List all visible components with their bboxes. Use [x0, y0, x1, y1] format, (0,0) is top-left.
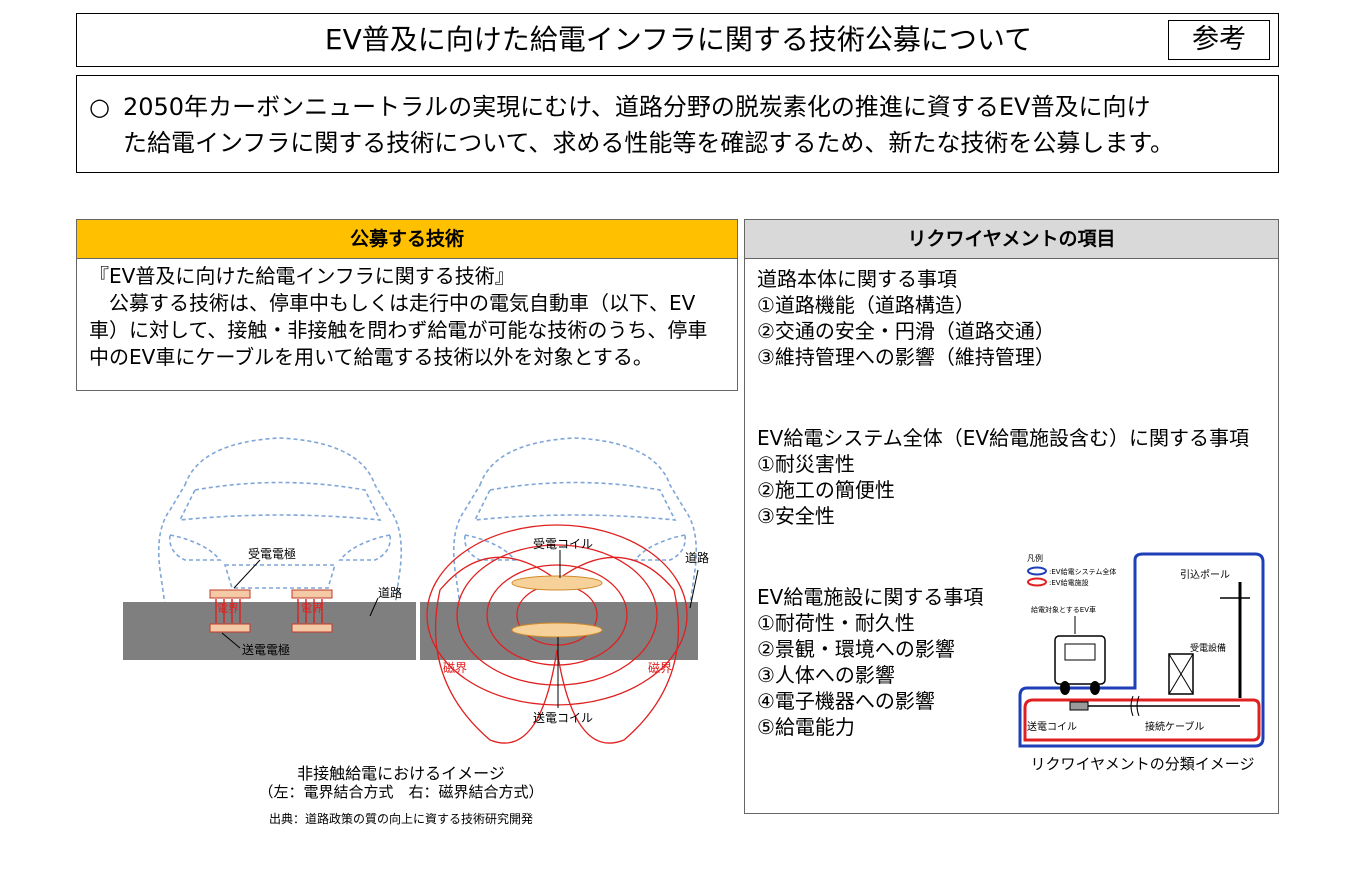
req-item: ①道路機能（道路構造）	[757, 293, 975, 317]
ev-screen	[1064, 643, 1096, 661]
system-boundary	[1018, 552, 1265, 748]
coil-label: 送電コイル	[1027, 720, 1077, 733]
req-item: 道路本体に関する事項	[757, 267, 957, 291]
req-item: EV給電システム全体（EV給電施設含む）に関する事項	[757, 426, 1250, 450]
figure-caption-2: （左：電界結合方式 右：磁界結合方式）	[258, 783, 544, 801]
equipment-label: 受電設備	[1190, 642, 1226, 654]
cable-label: 接続ケーブル	[1145, 720, 1204, 733]
tech-header: 公募する技術	[76, 219, 738, 259]
road-left	[123, 602, 416, 660]
req-item: ③人体への影響	[757, 663, 895, 687]
summary-line-1: 2050年カーボンニュートラルの実現にむけ、道路分野の脱炭素化の推進に資するEV…	[123, 93, 1151, 121]
requirement-classification-diagram: 凡例 :EV給電システム全体 :EV給電施設 引込ポール 給電対象とするEV車 …	[1018, 552, 1265, 748]
road-left-label: 道路	[378, 585, 402, 600]
receive-electrode-label: 受電電極	[248, 546, 296, 561]
req-item: ①耐荷性・耐久性	[757, 611, 915, 635]
requirement-body: 道路本体に関する事項 ①道路機能（道路構造） ②交通の安全・円滑（道路交通） ③…	[744, 258, 1279, 814]
leader-line	[369, 597, 379, 617]
reference-badge: 参考	[1168, 20, 1270, 60]
req-item: ①耐災害性	[757, 452, 855, 476]
receive-coil	[511, 575, 603, 591]
req-item: ③安全性	[757, 504, 835, 528]
transmit-electrode-label: 送電電極	[242, 642, 290, 657]
req-item: ④電子機器への影響	[757, 689, 935, 713]
tech-body: 『EV普及に向けた給電インフラに関する技術』 公募する技術は、停車中もしくは走行…	[76, 258, 738, 391]
road-right-label: 道路	[685, 550, 709, 565]
tech-line: 公募する技術は、停車中もしくは走行中の電気自動車（以下、EV	[89, 291, 696, 315]
req-item: ②景観・環境への影響	[757, 637, 955, 661]
figure-source: 出典：道路政策の質の向上に資する技術研究開発	[268, 812, 533, 826]
field-tag-right: 電界	[301, 602, 323, 615]
figure-caption-1: 非接触給電におけるイメージ	[297, 764, 505, 783]
pole-label: 引込ポール	[1180, 569, 1230, 581]
requirement-header: リクワイヤメントの項目	[744, 219, 1279, 259]
summary-box: ○ 2050年カーボンニュートラルの実現にむけ、道路分野の脱炭素化の推進に資する…	[76, 75, 1279, 173]
facility-boundary	[1023, 698, 1261, 742]
req-item: ③維持管理への影響（維持管理）	[757, 345, 1055, 369]
summary-bullet: ○	[89, 93, 110, 121]
leader-line	[221, 632, 241, 649]
legend-facility-mark	[1027, 577, 1047, 587]
field-tag-left: 電界	[217, 602, 239, 615]
tech-line: 車）に対して、接触・非接触を問わず給電が可能な技術のうち、停車	[89, 318, 708, 342]
receive-coil-label: 受電コイル	[533, 537, 593, 551]
contactless-charging-illustration: 電界 電界 受電電極 送電電極 道路 受電コイル 送電コイル 道路 磁界 磁界	[123, 437, 709, 744]
leader-line	[689, 569, 699, 609]
legend-system-label: :EV給電システム全体	[1049, 567, 1116, 576]
magnetic-field-lines	[426, 524, 688, 744]
equipment-cross	[1168, 653, 1194, 695]
legend-facility-label: :EV給電施設	[1049, 578, 1089, 587]
leader-line	[233, 559, 261, 589]
legend-title: 凡例	[1027, 553, 1043, 563]
tech-line: 中のEV車にケーブルを用いて給電する技術以外を対象とする。	[89, 345, 653, 369]
req-item: ②交通の安全・円滑（道路交通）	[757, 319, 1055, 343]
ev-wheel	[1090, 681, 1100, 695]
car-outline-left	[157, 437, 403, 606]
req-item: ⑤給電能力	[757, 715, 855, 739]
ev-wheel	[1060, 681, 1070, 695]
magnetic-left-label: 磁界	[443, 660, 467, 675]
page-title: EV普及に向けた給電インフラに関する技術公募について	[324, 23, 1033, 56]
diagram-caption: リクワイヤメントの分類イメージ	[1030, 755, 1255, 773]
req-item: EV給電施設に関する事項	[757, 585, 984, 609]
transmit-coil	[511, 622, 603, 638]
break-mark	[1130, 695, 1140, 717]
target-ev-label: 給電対象とするEV車	[1031, 605, 1096, 614]
tech-line: 『EV普及に向けた給電インフラに関する技術』	[89, 264, 515, 288]
summary-line-2: た給電インフラに関する技術について、求める性能等を確認するため、新たな技術を公募…	[123, 129, 1174, 157]
transmit-coil-label: 送電コイル	[533, 710, 593, 725]
electric-field-electrodes	[209, 589, 333, 633]
transmit-coil-block	[1069, 701, 1089, 711]
car-outline-right	[452, 437, 698, 606]
magnetic-right-label: 磁界	[648, 660, 672, 675]
legend-system-mark	[1027, 566, 1047, 576]
req-item: ②施工の簡便性	[757, 478, 895, 502]
title-box: EV普及に向けた給電インフラに関する技術公募について	[76, 13, 1279, 67]
